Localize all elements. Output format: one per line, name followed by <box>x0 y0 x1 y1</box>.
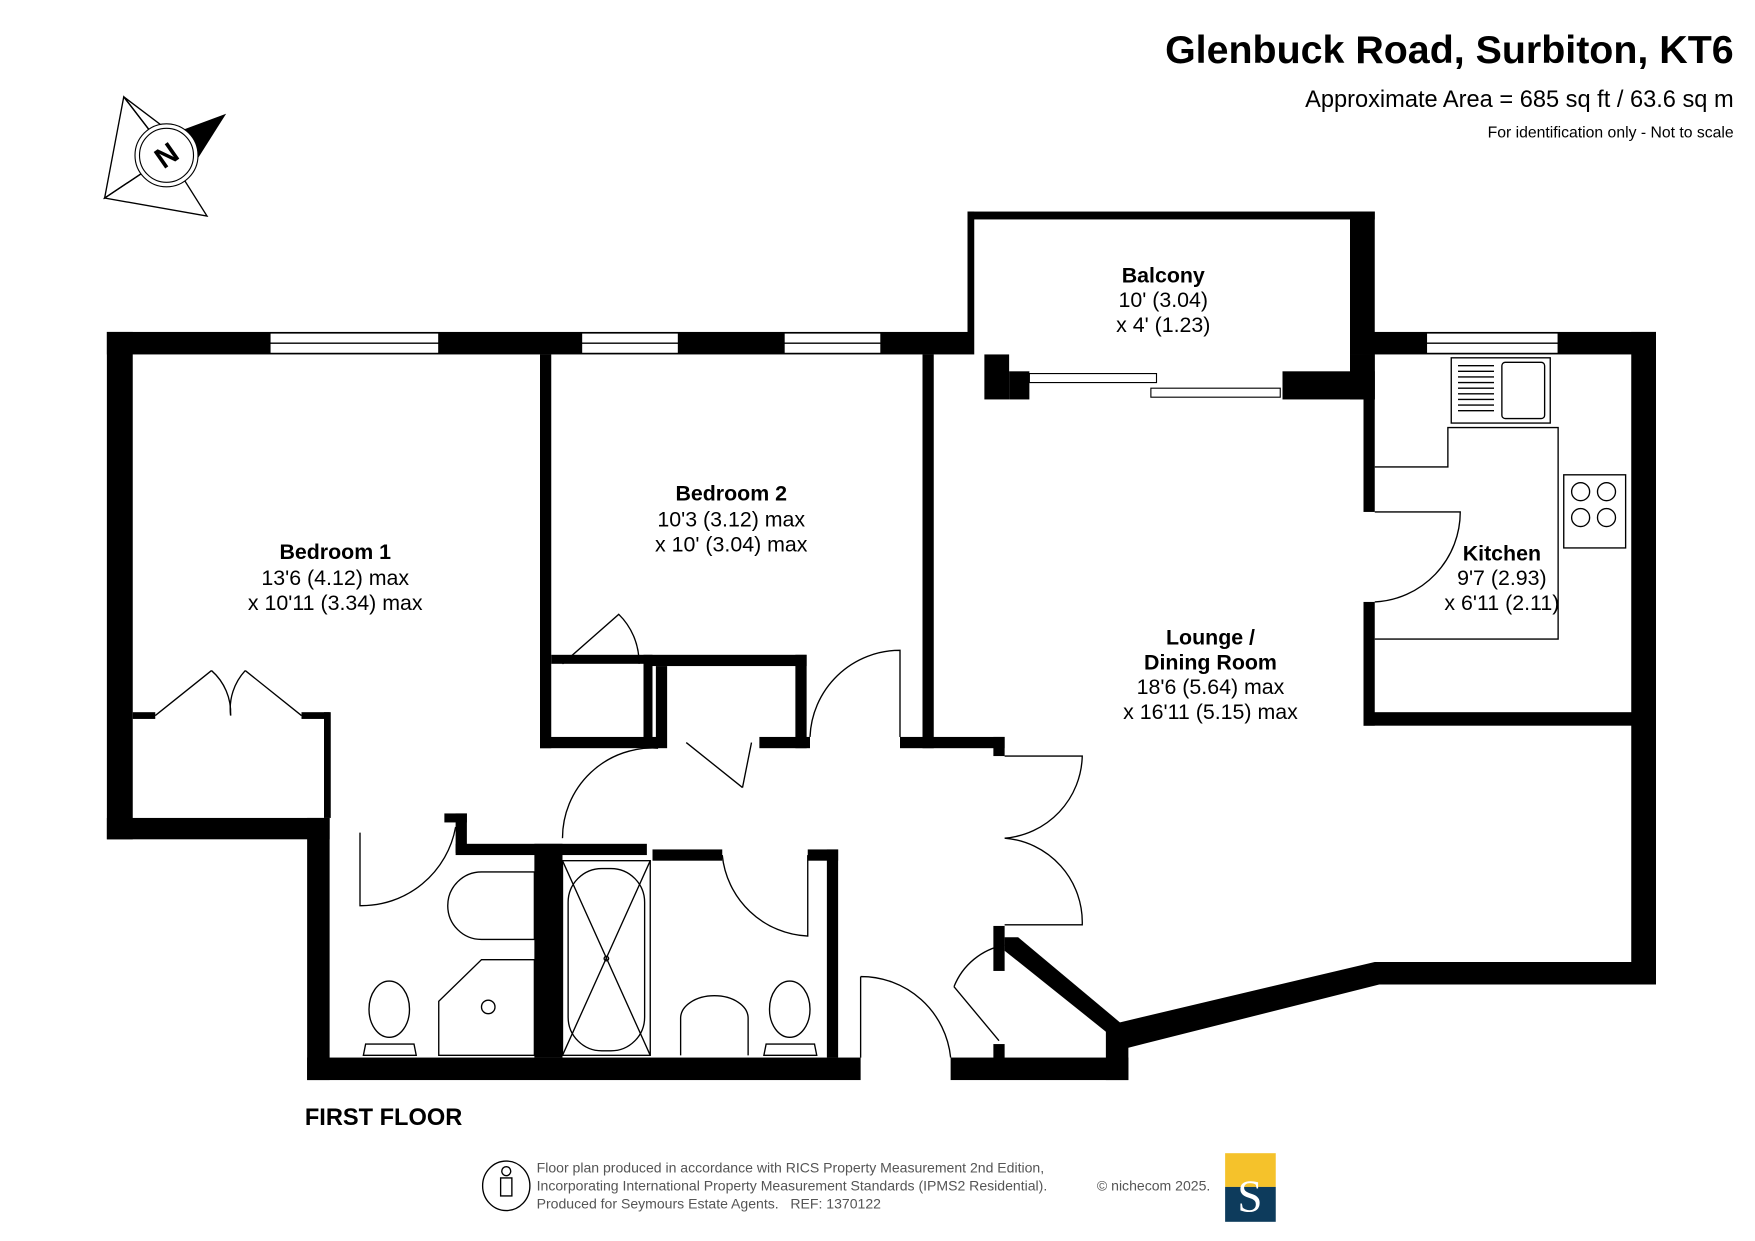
room-lounge-dining: Lounge / Dining Room 18'6 (5.64) max x 1… <box>1123 626 1298 724</box>
room-dimension: x 10' (3.04) max <box>655 532 808 556</box>
room-dimension: 13'6 (4.12) max <box>261 566 409 590</box>
footer: Floor plan produced in accordance with R… <box>481 1153 1276 1222</box>
windows <box>269 332 1559 398</box>
room-bedroom-2: Bedroom 2 10'3 (3.12) max x 10' (3.04) m… <box>655 482 808 557</box>
room-dimension: x 4' (1.23) <box>1116 313 1210 337</box>
room-name: Dining Room <box>1144 650 1277 674</box>
property-title: Glenbuck Road, Surbiton, KT6 <box>1165 28 1734 72</box>
room-kitchen: Kitchen 9'7 (2.93) x 6'11 (2.11) <box>1444 541 1559 615</box>
bathroom-fittings <box>362 860 818 1056</box>
room-dimension: 10' (3.04) <box>1118 288 1208 312</box>
kitchen-fittings <box>1374 357 1627 640</box>
room-dimension: 10'3 (3.12) max <box>657 508 805 532</box>
footer-line-2: Incorporating International Property Mea… <box>537 1177 1048 1193</box>
room-dimension: 9'7 (2.93) <box>1457 566 1547 590</box>
room-name: Bedroom 2 <box>675 482 787 506</box>
room-dimension: 18'6 (5.64) max <box>1137 675 1285 699</box>
room-name: Bedroom 1 <box>279 540 391 564</box>
room-dimension: x 6'11 (2.11) <box>1444 591 1559 615</box>
room-dimension: x 10'11 (3.34) max <box>248 591 423 615</box>
footer-line-1: Floor plan produced in accordance with R… <box>537 1159 1045 1175</box>
room-name: Lounge / <box>1166 626 1255 650</box>
compass-icon: N <box>102 95 227 217</box>
room-dimension: x 16'11 (5.15) max <box>1123 700 1298 724</box>
floor-label: FIRST FLOOR <box>305 1105 462 1131</box>
person-icon <box>481 1160 531 1212</box>
room-name: Balcony <box>1122 263 1205 287</box>
footer-copyright: © nichecom 2025. <box>1097 1177 1210 1193</box>
scale-disclaimer: For identification only - Not to scale <box>1488 124 1734 141</box>
room-balcony: Balcony 10' (3.04) x 4' (1.23) <box>1116 263 1210 337</box>
room-bedroom-1: Bedroom 1 13'6 (4.12) max x 10'11 (3.34)… <box>248 540 423 615</box>
footer-line-3: Produced for Seymours Estate Agents. REF… <box>537 1195 882 1211</box>
doors <box>154 511 1461 1058</box>
logo-letter: S <box>1237 1172 1262 1222</box>
approximate-area: Approximate Area = 685 sq ft / 63.6 sq m <box>1305 87 1734 113</box>
seymours-logo: S <box>1225 1153 1276 1222</box>
room-name: Kitchen <box>1463 541 1541 565</box>
